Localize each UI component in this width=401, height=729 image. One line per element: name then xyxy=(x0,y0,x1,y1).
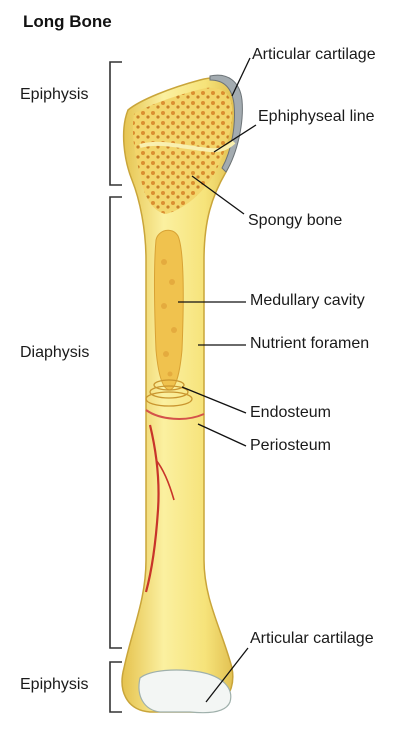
label-nutrient-foramen: Nutrient foramen xyxy=(250,335,369,353)
epiphysis-bottom-bracket xyxy=(110,662,122,712)
label-articular-cartilage-top: Articular cartilage xyxy=(252,46,376,64)
region-epiphysis-top: Epiphysis xyxy=(20,86,88,104)
region-brackets xyxy=(110,62,122,712)
region-epiphysis-bottom: Epiphysis xyxy=(20,676,88,694)
label-medullary-cavity: Medullary cavity xyxy=(250,292,365,310)
label-periosteum: Periosteum xyxy=(250,437,331,455)
label-articular-cartilage-bottom: Articular cartilage xyxy=(250,630,374,648)
diaphysis-bracket xyxy=(110,197,122,648)
medullary-cavity-shape xyxy=(155,230,184,390)
label-epiphyseal-line: Ephiphyseal line xyxy=(258,108,375,126)
region-diaphysis: Diaphysis xyxy=(20,344,89,362)
leader-periosteum xyxy=(198,424,246,446)
epiphysis-top-bracket xyxy=(110,62,122,185)
diagram-title: Long Bone xyxy=(23,12,112,32)
leader-articular-top xyxy=(232,58,250,96)
label-spongy-bone: Spongy bone xyxy=(248,212,342,230)
label-endosteum: Endosteum xyxy=(250,404,331,422)
